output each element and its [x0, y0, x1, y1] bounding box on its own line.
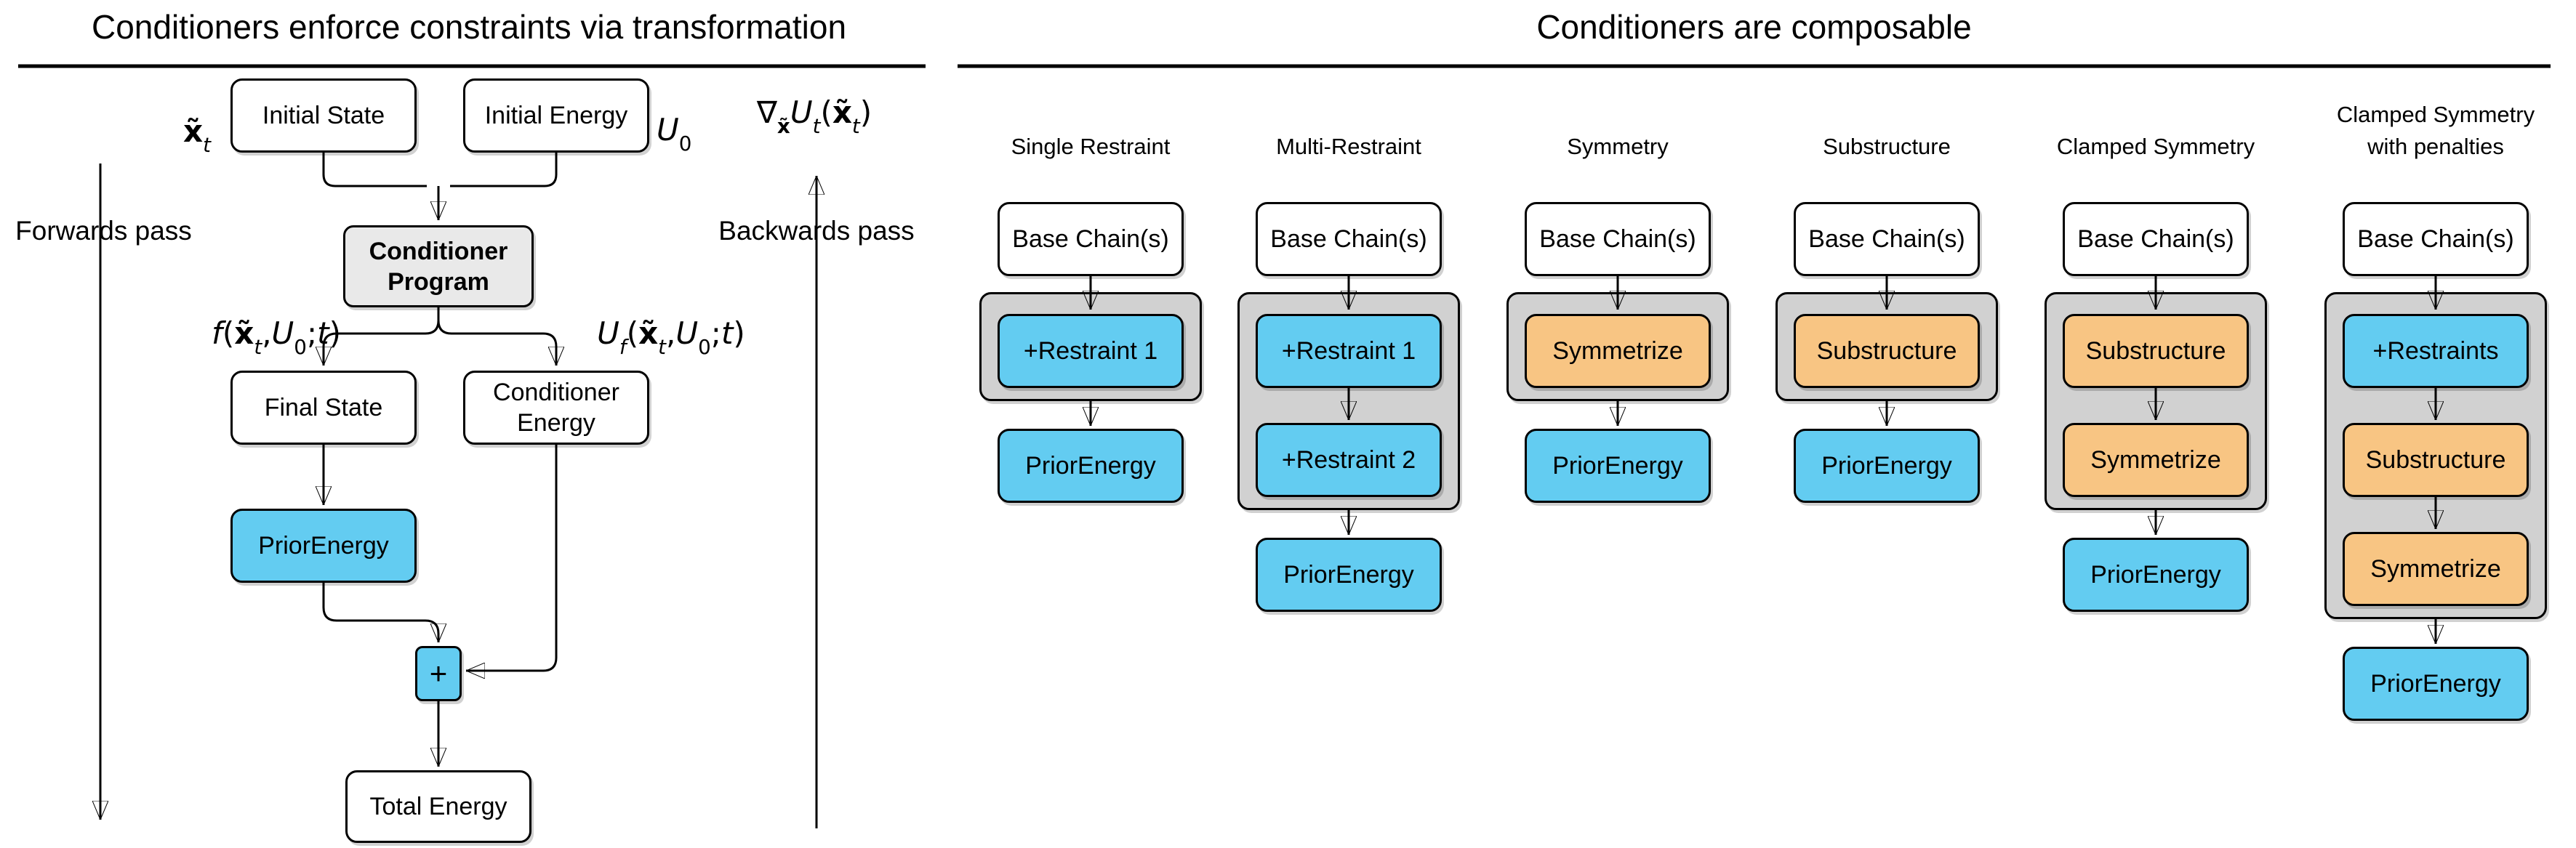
restraint-1-box: +Restraint 1 — [1256, 314, 1442, 388]
restraint-1-box: +Restraint 1 — [998, 314, 1184, 388]
backwards-pass-label: Backwards pass — [718, 216, 915, 246]
substructure-box: Substructure — [2343, 423, 2529, 497]
conditioner-program-box: Conditioner Program — [343, 225, 534, 307]
symmetrize-box: Symmetrize — [2063, 423, 2249, 497]
conditioner-energy-to-plus-arrow — [466, 445, 558, 671]
conditioner-energy-box: Conditioner Energy — [463, 371, 649, 445]
substructure-box: Substructure — [1794, 314, 1980, 388]
symmetrize-box: Symmetrize — [2343, 532, 2529, 606]
prior-energy-box: PriorEnergy — [998, 429, 1184, 503]
column-header-clamped-symmetry: Clamped Symmetry — [2056, 134, 2255, 159]
prior-energy-box-left: PriorEnergy — [230, 509, 417, 583]
base-chains-box: Base Chain(s) — [1256, 202, 1442, 276]
initial-state-wire — [322, 153, 427, 187]
initial-energy-box: Initial Energy — [463, 78, 649, 153]
base-chains-box: Base Chain(s) — [2343, 202, 2529, 276]
total-energy-box: Total Energy — [345, 770, 531, 843]
plus-operator-box: + — [415, 646, 462, 701]
prior-energy-box: PriorEnergy — [2063, 538, 2249, 612]
restraints-box: +Restraints — [2343, 314, 2529, 388]
prior-energy-box: PriorEnergy — [1525, 429, 1711, 503]
program-to-conditioner-energy-arrow — [437, 307, 556, 366]
base-chains-box: Base Chain(s) — [1525, 202, 1711, 276]
base-chains-box: Base Chain(s) — [998, 202, 1184, 276]
initial-state-box: Initial State — [230, 78, 417, 153]
base-chains-box: Base Chain(s) — [1794, 202, 1980, 276]
initial-energy-wire — [450, 153, 558, 187]
symmetrize-box: Symmetrize — [1525, 314, 1711, 388]
formula-x-tilde-t: x̃t — [183, 113, 211, 157]
forwards-pass-label: Forwards pass — [15, 216, 192, 246]
column-header-substructure: Substructure — [1823, 134, 1951, 159]
prior-energy-box: PriorEnergy — [1256, 538, 1442, 612]
column-header-single-restraint: Single Restraint — [1011, 134, 1171, 159]
column-header-symmetry: Symmetry — [1567, 134, 1669, 159]
column-header-multi-restraint: Multi-Restraint — [1276, 134, 1421, 159]
left-panel-title: Conditioners enforce constraints via tra… — [91, 8, 847, 46]
substructure-box: Substructure — [2063, 314, 2249, 388]
prior-energy-box: PriorEnergy — [2343, 647, 2529, 721]
right-panel-title: Conditioners are composable — [1536, 8, 1972, 46]
final-state-box: Final State — [230, 371, 417, 445]
restraint-2-box: +Restraint 2 — [1256, 423, 1442, 497]
prior-energy-to-plus-arrow — [322, 583, 438, 642]
column-header-clamped-symmetry-penalties: Clamped Symmetry with penalties — [2336, 102, 2535, 159]
base-chains-box: Base Chain(s) — [2063, 202, 2249, 276]
prior-energy-box: PriorEnergy — [1794, 429, 1980, 503]
